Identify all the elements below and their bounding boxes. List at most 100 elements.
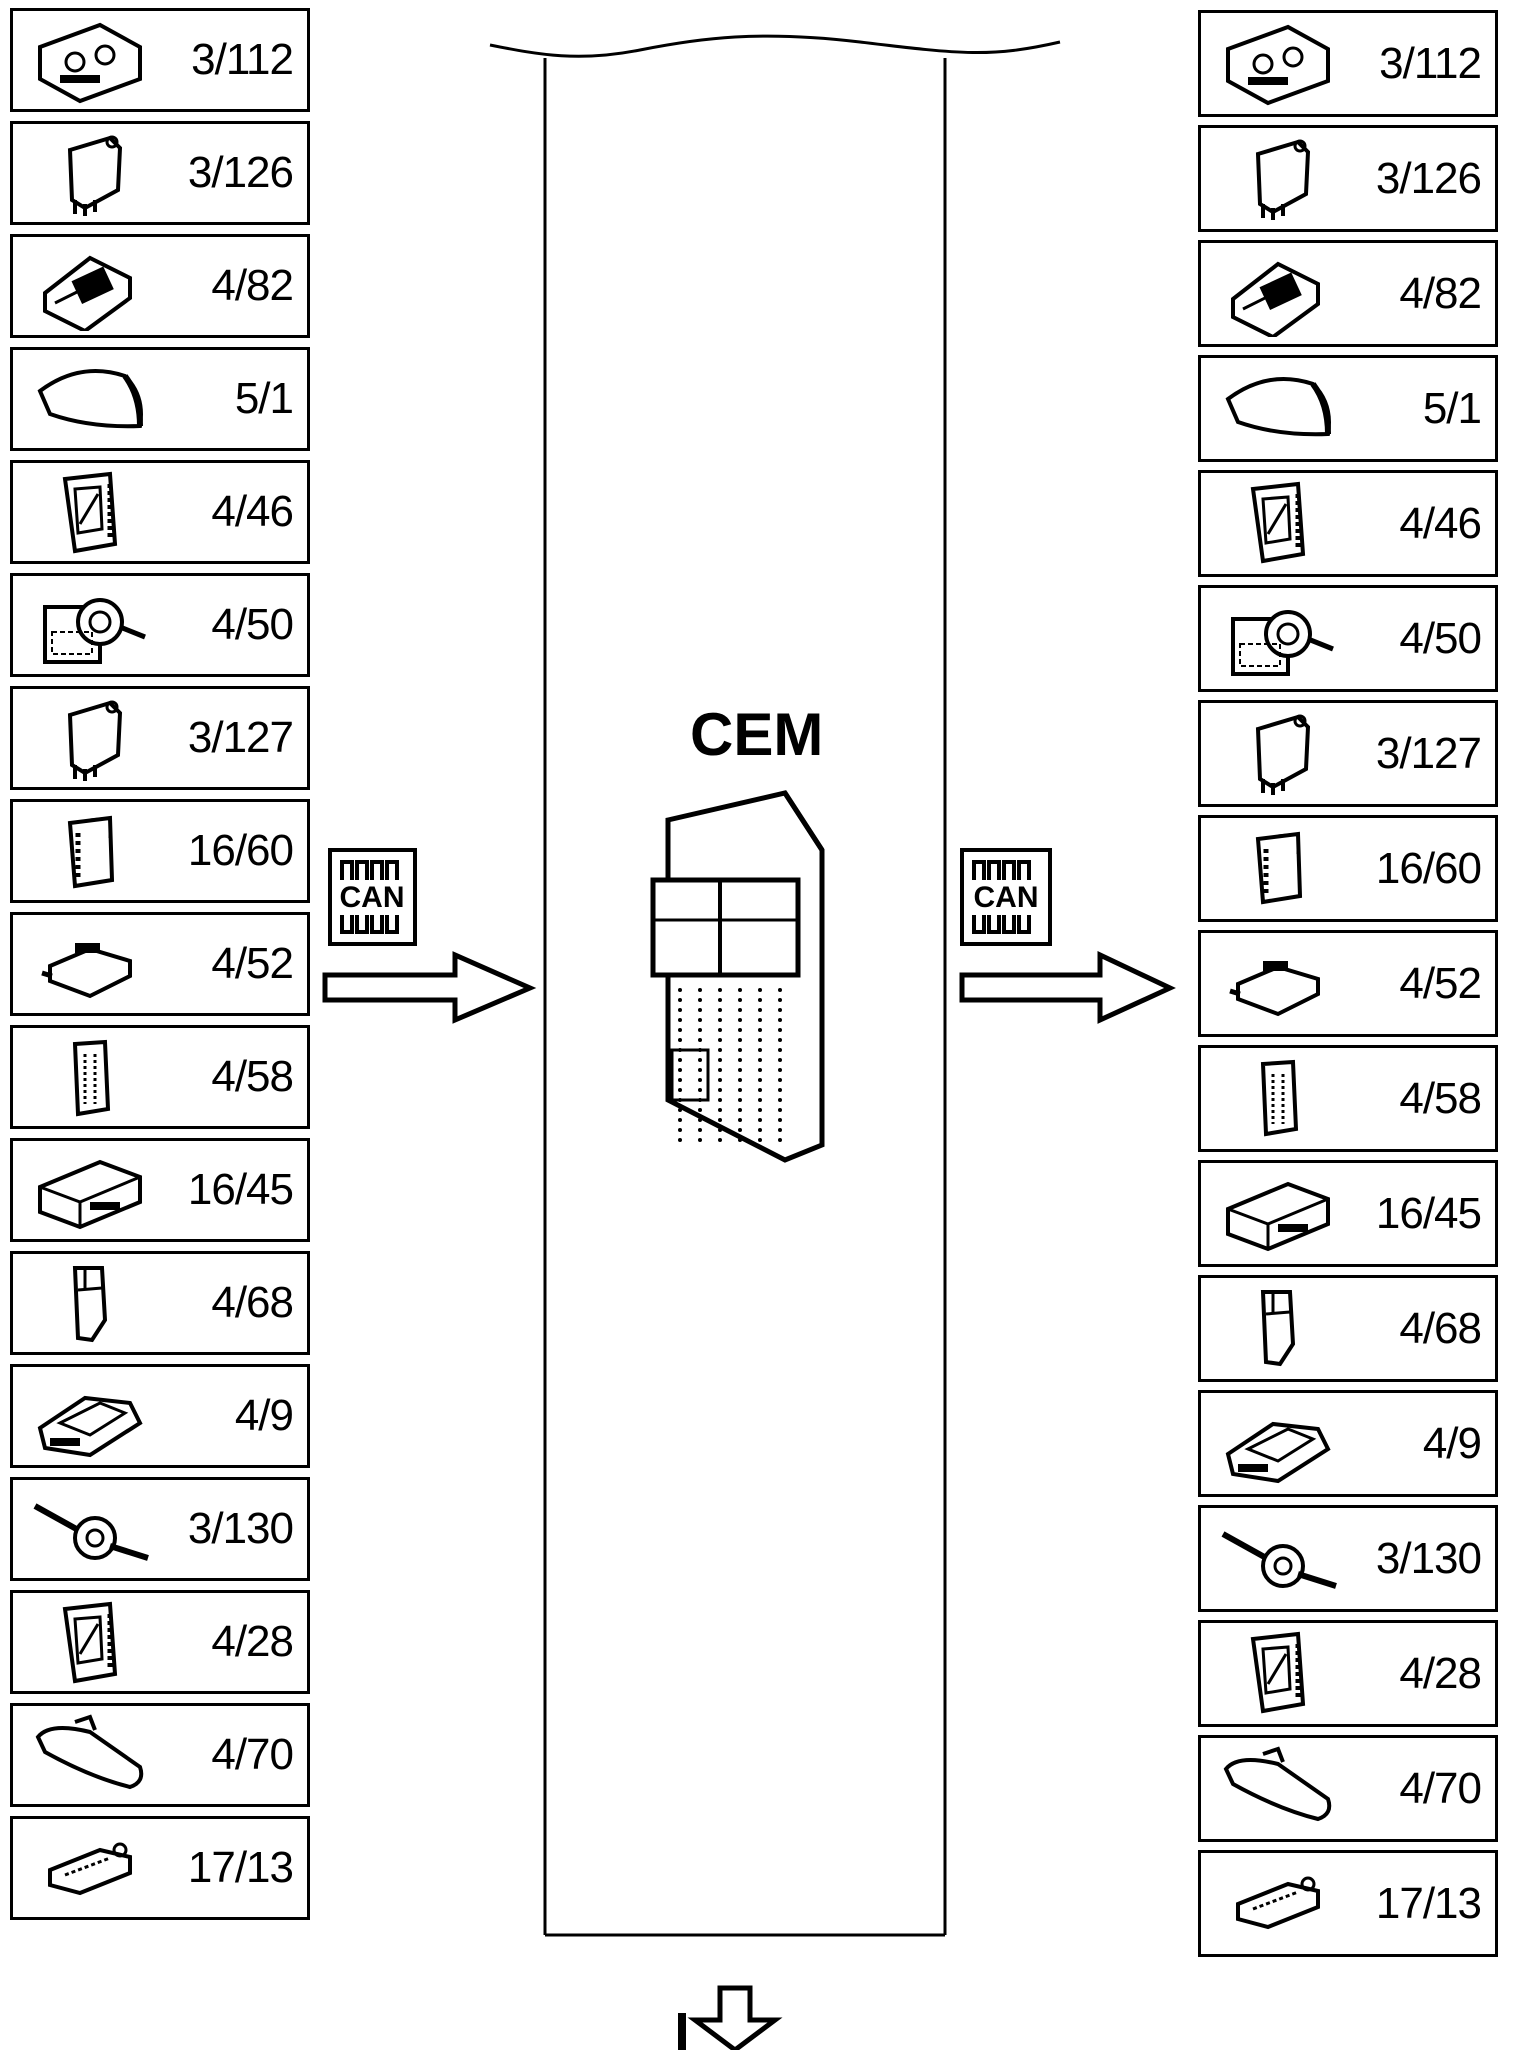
cem-pin bbox=[718, 1058, 722, 1062]
module-box-left-7: 16/60 bbox=[10, 799, 310, 903]
cem-pin bbox=[678, 1098, 682, 1102]
module-code: 3/127 bbox=[187, 713, 294, 762]
cem-title: CEM bbox=[690, 701, 824, 768]
cem-pin bbox=[738, 1048, 742, 1052]
cem-pin bbox=[718, 998, 722, 1002]
module-code: 16/60 bbox=[187, 826, 294, 875]
module-code: 3/112 bbox=[191, 35, 294, 84]
box-module-icon bbox=[1226, 1181, 1330, 1252]
connector-plug-icon bbox=[1255, 714, 1311, 795]
cem-pin bbox=[678, 1038, 682, 1042]
module-box-right-12: 4/9 bbox=[1198, 1390, 1498, 1497]
module-code: 4/82 bbox=[1399, 268, 1482, 318]
cem-pin bbox=[678, 1118, 682, 1122]
module-box-left-14: 4/28 bbox=[10, 1590, 310, 1694]
cem-pin bbox=[778, 988, 782, 992]
cem-pin bbox=[758, 1008, 762, 1012]
central-electronic-module-icon bbox=[650, 790, 825, 1163]
cem-pin bbox=[698, 1008, 702, 1012]
module-code: 4/52 bbox=[211, 939, 294, 988]
cem-pin bbox=[738, 1088, 742, 1092]
cem-pin bbox=[738, 1008, 742, 1012]
throttle-unit-icon bbox=[1231, 610, 1334, 676]
control-module-icon bbox=[62, 1601, 118, 1684]
module-box-left-5: 4/50 bbox=[10, 573, 310, 677]
relay-module-icon bbox=[67, 815, 115, 889]
rearview-mirror-icon bbox=[1223, 1746, 1332, 1822]
cem-pin bbox=[698, 1138, 702, 1142]
module-code: 16/45 bbox=[187, 1165, 294, 1214]
cem-pin bbox=[758, 1138, 762, 1142]
cem-pin bbox=[778, 1028, 782, 1032]
module-code: 4/52 bbox=[1399, 958, 1482, 1008]
module-box-right-5: 4/50 bbox=[1198, 585, 1498, 692]
connector-plug-icon bbox=[67, 700, 123, 781]
cem-pin bbox=[758, 1068, 762, 1072]
module-code: 4/46 bbox=[211, 487, 294, 536]
cem-pin bbox=[758, 1098, 762, 1102]
module-box-right-8: 4/52 bbox=[1198, 930, 1498, 1037]
steering-switch-icon bbox=[1221, 1531, 1337, 1589]
cem-pin bbox=[778, 1048, 782, 1052]
cem-pin bbox=[778, 1118, 782, 1122]
cem-pin bbox=[778, 1068, 782, 1072]
module-code: 17/13 bbox=[1375, 1878, 1482, 1928]
can-label-right: CAN bbox=[974, 881, 1039, 914]
module-code: 4/50 bbox=[211, 600, 294, 649]
module-code: 4/58 bbox=[1399, 1073, 1482, 1123]
module-box-right-11: 4/68 bbox=[1198, 1275, 1498, 1382]
module-code: 4/46 bbox=[1399, 498, 1482, 548]
cem-pin bbox=[698, 1038, 702, 1042]
cem-pin bbox=[698, 1028, 702, 1032]
cem-pin bbox=[738, 1068, 742, 1072]
relay-module-icon bbox=[1255, 831, 1303, 905]
module-code: 3/130 bbox=[1375, 1533, 1482, 1583]
cem-pin bbox=[718, 1078, 722, 1082]
module-code: 16/60 bbox=[1375, 843, 1482, 893]
cem-column bbox=[489, 34, 1061, 1937]
cem-pin bbox=[698, 998, 702, 1002]
cem-pin bbox=[678, 1088, 682, 1092]
cem-pin bbox=[718, 1018, 722, 1022]
cem-pin bbox=[698, 1098, 702, 1102]
module-box-left-4: 4/46 bbox=[10, 460, 310, 564]
can-label-left: CAN bbox=[340, 881, 405, 914]
cem-pin bbox=[738, 988, 742, 992]
cem-pin bbox=[778, 1138, 782, 1142]
cem-pin bbox=[698, 1108, 702, 1112]
module-box-left-6: 3/127 bbox=[10, 686, 310, 790]
module-code: 3/127 bbox=[1375, 728, 1482, 778]
cem-pin bbox=[738, 1028, 742, 1032]
module-box-right-1: 3/126 bbox=[1198, 125, 1498, 232]
cem-pin bbox=[678, 1028, 682, 1032]
cem-pin bbox=[718, 1068, 722, 1072]
module-box-left-12: 4/9 bbox=[10, 1364, 310, 1468]
module-code: 4/50 bbox=[1399, 613, 1482, 663]
cem-pin bbox=[738, 1138, 742, 1142]
cem-pin-grid bbox=[678, 988, 782, 1142]
cem-pin bbox=[778, 998, 782, 1002]
module-code: 5/1 bbox=[1422, 383, 1482, 433]
module-box-left-1: 3/126 bbox=[10, 121, 310, 225]
cem-pin bbox=[718, 1128, 722, 1132]
cem-pin bbox=[778, 1128, 782, 1132]
module-code: 4/28 bbox=[211, 1617, 294, 1666]
cem-pin bbox=[678, 1058, 682, 1062]
module-code: 4/70 bbox=[1399, 1763, 1482, 1813]
cem-pin bbox=[698, 1058, 702, 1062]
module-code: 4/9 bbox=[234, 1391, 294, 1440]
down-arrow-icon bbox=[678, 1985, 783, 2050]
module-code: 4/9 bbox=[1422, 1418, 1482, 1468]
cem-pin bbox=[778, 1008, 782, 1012]
cem-pin bbox=[718, 1038, 722, 1042]
rear-module-icon bbox=[37, 1395, 143, 1458]
cem-pin bbox=[738, 1038, 742, 1042]
cem-pin bbox=[778, 1098, 782, 1102]
cem-pin bbox=[718, 988, 722, 992]
cem-pin bbox=[678, 998, 682, 1002]
cem-pin bbox=[718, 1118, 722, 1122]
module-code: 4/68 bbox=[1399, 1303, 1482, 1353]
control-module-icon bbox=[62, 471, 118, 554]
module-box-right-14: 4/28 bbox=[1198, 1620, 1498, 1727]
